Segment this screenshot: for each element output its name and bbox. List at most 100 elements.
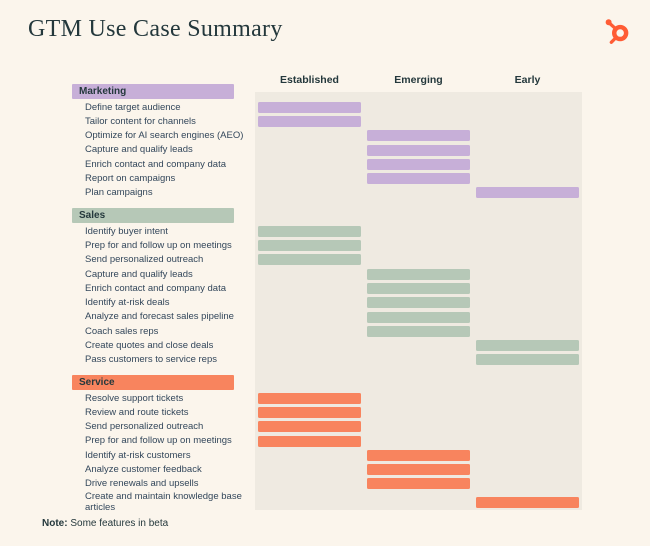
use-case-label: Coach sales reps: [85, 325, 159, 337]
stage-cell-established: [255, 435, 364, 447]
stage-cell-established: [255, 225, 364, 237]
stage-cell-early: [473, 159, 582, 170]
use-case-label: Tailor content for channels: [85, 115, 196, 127]
stage-cell-early: [473, 130, 582, 141]
stage-bar: [258, 254, 361, 266]
stage-cell-emerging: [364, 436, 473, 447]
stage-cell-early: [473, 173, 582, 184]
use-case-row: Define target audience: [0, 100, 650, 114]
stage-bar: [367, 130, 470, 142]
use-case-row: Review and route tickets: [0, 405, 650, 419]
use-case-label: Optimize for AI search engines (AEO): [85, 130, 244, 142]
use-case-label: Pass customers to service reps: [85, 354, 217, 366]
stage-cells: [255, 240, 582, 252]
use-case-label: Prep for and follow up on meetings: [85, 239, 232, 251]
use-case-row: Pass customers to service reps: [0, 353, 650, 367]
section-header-sales: Sales: [72, 208, 234, 224]
stage-cells: [255, 496, 582, 508]
use-case-label: Resolve support tickets: [85, 392, 184, 404]
use-case-row: Enrich contact and company data: [0, 157, 650, 171]
stage-cell-emerging: [364, 158, 473, 170]
use-case-row: Capture and qualify leads: [0, 143, 650, 157]
use-case-label: Enrich contact and company data: [85, 282, 227, 294]
use-case-row: Tailor content for channels: [0, 114, 650, 128]
stage-cell-early: [473, 312, 582, 323]
stage-bar: [367, 297, 470, 309]
stage-bar: [367, 144, 470, 156]
stage-bar: [258, 421, 361, 433]
stage-cell-established: [255, 312, 364, 323]
use-case-label: Send personalized outreach: [85, 254, 204, 266]
stage-bar: [367, 464, 470, 476]
stage-cells: [255, 173, 582, 185]
stage-bar: [367, 158, 470, 170]
stage-bar: [258, 240, 361, 252]
stage-cells: [255, 325, 582, 337]
stage-cells: [255, 268, 582, 280]
stage-bar: [367, 325, 470, 337]
use-case-row: Report on campaigns: [0, 171, 650, 185]
stage-cell-emerging: [364, 116, 473, 127]
stage-cell-emerging: [364, 187, 473, 198]
use-case-label: Plan campaigns: [85, 187, 153, 199]
stage-cell-emerging: [364, 393, 473, 404]
stage-cells: [255, 144, 582, 156]
stage-cell-emerging: [364, 464, 473, 476]
column-header-emerging: Emerging: [394, 74, 443, 86]
stage-cells: [255, 297, 582, 309]
stage-cells: [255, 340, 582, 352]
stage-bar: [476, 354, 579, 366]
stage-bar: [476, 187, 579, 199]
stage-cell-emerging: [364, 268, 473, 280]
stage-cell-early: [473, 187, 582, 199]
stage-cell-emerging: [364, 354, 473, 365]
stage-bar: [367, 478, 470, 490]
page-title: GTM Use Case Summary: [28, 16, 283, 42]
section-header-service: Service: [72, 375, 234, 391]
stage-cell-early: [473, 116, 582, 127]
stage-cell-established: [255, 478, 364, 489]
use-case-label: Create and maintain knowledge base artic…: [85, 491, 242, 514]
use-case-label: Review and route tickets: [85, 406, 189, 418]
stage-cell-established: [255, 173, 364, 184]
use-case-label: Identify at-risk customers: [85, 449, 191, 461]
stage-bar: [476, 340, 579, 352]
stage-cell-established: [255, 354, 364, 365]
use-case-row: Create and maintain knowledge base artic…: [0, 491, 650, 513]
stage-cell-early: [473, 478, 582, 489]
use-case-row: Coach sales reps: [0, 324, 650, 338]
use-case-row: Identify buyer intent: [0, 224, 650, 238]
column-header-early: Early: [514, 74, 541, 86]
stage-bar: [258, 225, 361, 237]
stage-cell-established: [255, 159, 364, 170]
stage-bar: [258, 406, 361, 418]
stage-cell-emerging: [364, 102, 473, 113]
use-case-row: Identify at-risk deals: [0, 296, 650, 310]
stage-bar: [367, 449, 470, 461]
stage-cell-early: [473, 326, 582, 337]
stage-cell-established: [255, 101, 364, 113]
stage-cell-early: [473, 254, 582, 265]
column-headers: Established Emerging Early: [255, 74, 582, 86]
stage-cell-established: [255, 326, 364, 337]
stage-bar: [258, 101, 361, 113]
stage-cell-emerging: [364, 421, 473, 432]
stage-cell-emerging: [364, 254, 473, 265]
stage-cell-established: [255, 464, 364, 475]
stage-cell-early: [473, 269, 582, 280]
stage-cell-established: [255, 406, 364, 418]
stage-cells: [255, 101, 582, 113]
column-header-established: Established: [280, 74, 339, 86]
footnote-label: Note:: [42, 518, 68, 529]
section-header-marketing: Marketing: [72, 84, 234, 99]
use-case-label: Analyze and forecast sales pipeline: [85, 311, 234, 323]
stage-cell-early: [473, 283, 582, 294]
stage-cells: [255, 421, 582, 433]
stage-cell-emerging: [364, 325, 473, 337]
stage-cells: [255, 115, 582, 127]
use-case-label: Enrich contact and company data: [85, 158, 227, 170]
stage-cell-established: [255, 254, 364, 266]
stage-cells: [255, 130, 582, 142]
